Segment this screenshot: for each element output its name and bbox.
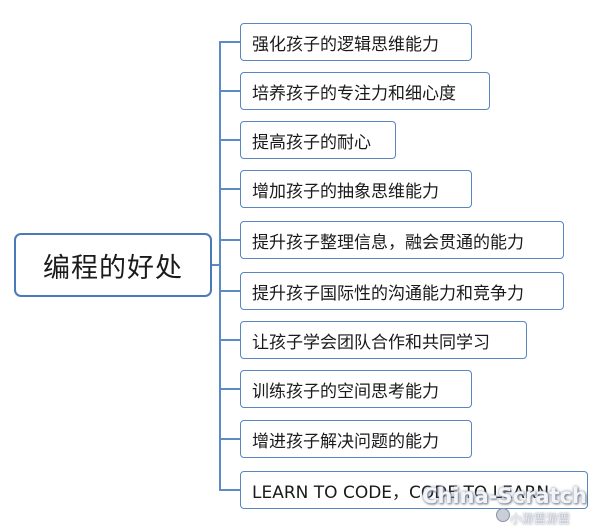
branch-node-4: 增加孩子的抽象思维能力 <box>240 170 472 208</box>
branch-node-label: 提高孩子的耐心 <box>252 132 371 153</box>
branch-node-6: 提升孩子国际性的沟通能力和竞争力 <box>240 272 564 310</box>
branch-node-label: 增加孩子的抽象思维能力 <box>252 181 439 202</box>
branch-node-8: 训练孩子的空间思考能力 <box>240 370 472 408</box>
branch-node-label: 训练孩子的空间思考能力 <box>252 381 439 402</box>
branch-node-7: 让孩子学会团队合作和共同学习 <box>240 321 527 359</box>
branch-node-label: 让孩子学会团队合作和共同学习 <box>252 332 490 353</box>
branch-node-9: 增进孩子解决问题的能力 <box>240 420 472 458</box>
branch-node-1: 强化孩子的逻辑思维能力 <box>240 23 472 61</box>
branch-node-label: 培养孩子的专注力和细心度 <box>252 83 456 104</box>
branch-node-label: 强化孩子的逻辑思维能力 <box>252 34 439 55</box>
branch-node-label: 提升孩子国际性的沟通能力和竞争力 <box>252 283 524 304</box>
branch-node-3: 提高孩子的耐心 <box>240 121 396 159</box>
branch-node-10: LEARN TO CODE，CODE TO LEARN <box>240 471 588 509</box>
branch-node-5: 提升孩子整理信息，融会贯通的能力 <box>240 221 564 259</box>
branch-node-2: 培养孩子的专注力和细心度 <box>240 72 490 110</box>
root-node: 编程的好处 <box>14 233 212 297</box>
branch-node-label: LEARN TO CODE，CODE TO LEARN <box>252 482 550 503</box>
root-node-label: 编程的好处 <box>43 252 183 284</box>
branch-node-label: 增进孩子解决问题的能力 <box>252 431 439 452</box>
branch-node-label: 提升孩子整理信息，融会贯通的能力 <box>252 232 524 253</box>
